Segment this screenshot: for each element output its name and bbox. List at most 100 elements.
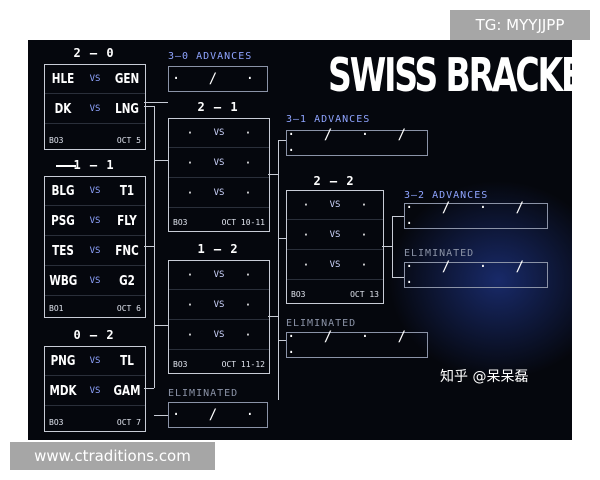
match-row[interactable]: · VS · <box>169 291 269 320</box>
result-slots-3-0: · / · <box>168 66 268 92</box>
connector-line <box>154 106 155 388</box>
connector-line <box>392 277 404 278</box>
vs-label: VS <box>213 300 225 310</box>
match-row[interactable]: DK VS LNG <box>45 95 145 124</box>
group-1-1: BLG VS T1 PSG VS FLY TES VS FNC WBG VS G… <box>44 176 146 318</box>
group-2-2: · VS · · VS · · VS · BO3 OCT 13 <box>286 190 384 304</box>
team-placeholder: · <box>244 126 252 140</box>
vs-label: VS <box>329 200 341 210</box>
vs-label: VS <box>213 270 225 280</box>
vs-label: VS <box>89 104 101 114</box>
team-name: WBG <box>49 273 78 289</box>
connector-line <box>278 340 286 341</box>
team-name: FLY <box>117 213 137 229</box>
team-placeholder: · <box>186 156 194 170</box>
team-name: BLG <box>51 183 75 199</box>
result-label-3-0: 3–0 ADVANCES <box>168 51 253 62</box>
match-row[interactable]: · VS · <box>169 149 269 178</box>
match-row[interactable]: · VS · <box>287 221 383 250</box>
group-2-1: · VS · · VS · · VS · BO3 OCT 10-11 <box>168 118 270 232</box>
connector-line <box>144 246 154 247</box>
result-label-3-2: 3–2 ADVANCES <box>404 190 489 201</box>
result-label-2-3: ELIMINATED <box>404 248 475 259</box>
result-label-0-3: ELIMINATED <box>168 388 239 399</box>
match-row[interactable]: · VS · <box>169 321 269 350</box>
team-name: LNG <box>115 101 139 117</box>
match-meta: BO3 OCT 13 <box>287 285 383 303</box>
series-format: BO3 <box>291 289 306 299</box>
team-placeholder: · <box>360 258 368 272</box>
team-name: GAM <box>113 383 141 399</box>
group-0-2: PNG VS TL MDK VS GAM BO3 OCT 7 <box>44 346 146 432</box>
match-row[interactable]: PSG VS FLY <box>45 207 145 236</box>
team-name: T1 <box>119 183 135 199</box>
watermark-telegram: TG: MYYJJPP <box>450 10 590 40</box>
result-slots-2-3: · / · / · <box>404 259 548 291</box>
group-1-2: · VS · · VS · · VS · BO3 OCT 11-12 <box>168 260 270 374</box>
result-label-1-3: ELIMINATED <box>286 318 357 329</box>
connector-line <box>392 216 404 217</box>
result-slots-3-2: · / · / · <box>404 200 548 232</box>
page-title: SWISS BRACKET <box>328 48 572 102</box>
background-glow <box>388 180 572 380</box>
team-name: PSG <box>51 213 75 229</box>
match-date: OCT 5 <box>116 135 141 145</box>
team-placeholder: · <box>186 126 194 140</box>
connector-line <box>392 216 393 278</box>
match-row[interactable]: · VS · <box>169 119 269 148</box>
result-slots-1-3: · / · / · <box>286 329 428 361</box>
team-name: TES <box>52 243 74 259</box>
connector-line <box>154 160 168 161</box>
connector-line <box>144 388 154 389</box>
match-row[interactable]: WBG VS G2 <box>45 267 145 296</box>
vs-label: VS <box>89 246 101 256</box>
team-name: MDK <box>49 383 77 399</box>
team-placeholder: · <box>302 258 310 272</box>
match-row[interactable]: · VS · <box>287 191 383 220</box>
vs-label: VS <box>329 260 341 270</box>
match-row[interactable]: TES VS FNC <box>45 237 145 266</box>
team-placeholder: · <box>244 328 252 342</box>
watermark-website: www.ctraditions.com <box>10 442 215 470</box>
match-row[interactable]: · VS · <box>169 179 269 208</box>
connector-line <box>268 174 278 175</box>
connector-line <box>154 415 168 416</box>
group-header-2-1: 2 – 1 <box>197 100 239 114</box>
group-header-1-2: 1 – 2 <box>197 242 239 256</box>
match-row[interactable]: PNG VS TL <box>45 347 145 376</box>
vs-label: VS <box>213 188 225 198</box>
team-placeholder: · <box>302 228 310 242</box>
team-placeholder: · <box>244 268 252 282</box>
match-row[interactable]: · VS · <box>169 261 269 290</box>
vs-label: VS <box>89 356 101 366</box>
result-slots-3-1: · / · / · <box>286 127 428 159</box>
team-placeholder: · <box>186 328 194 342</box>
match-meta: BO1 OCT 6 <box>45 299 145 317</box>
team-placeholder: · <box>302 198 310 212</box>
vs-label: VS <box>213 158 225 168</box>
team-placeholder: · <box>244 298 252 312</box>
match-date: OCT 7 <box>116 417 141 427</box>
connector-line <box>278 140 286 141</box>
swiss-bracket-board: SWISS BRACKET 2 – 0 HLE VS GEN DK VS LNG… <box>28 40 572 440</box>
team-placeholder: · <box>186 186 194 200</box>
watermark-zhihu: 知乎 @呆呆磊 <box>440 369 529 385</box>
team-name: TL <box>120 353 134 369</box>
series-format: BO3 <box>49 417 64 427</box>
connector-line <box>278 140 279 400</box>
connector-line <box>278 238 286 239</box>
match-row[interactable]: MDK VS GAM <box>45 377 145 406</box>
match-row[interactable]: BLG VS T1 <box>45 177 145 206</box>
vs-label: VS <box>89 276 101 286</box>
match-date: OCT 13 <box>350 289 379 299</box>
match-row[interactable]: HLE VS GEN <box>45 65 145 94</box>
vs-label: VS <box>89 216 101 226</box>
vs-label: VS <box>89 186 101 196</box>
connector-line <box>382 246 392 247</box>
team-name: G2 <box>119 273 135 289</box>
match-row[interactable]: · VS · <box>287 251 383 280</box>
vs-label: VS <box>213 128 225 138</box>
team-name: GEN <box>114 71 140 87</box>
team-name: PNG <box>50 353 76 369</box>
match-meta: BO3 OCT 7 <box>45 413 145 431</box>
